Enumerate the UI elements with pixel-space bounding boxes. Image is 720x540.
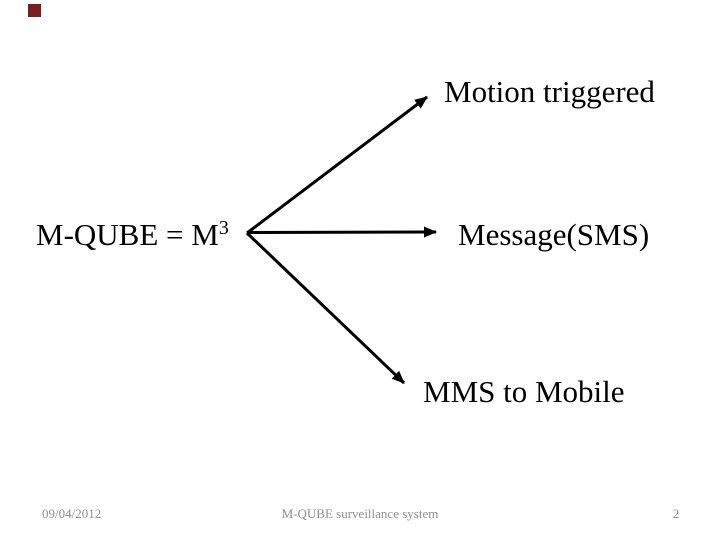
- footer-page-number: 2: [672, 506, 680, 521]
- arrow-to-message-sms: [246, 226, 437, 238]
- formula-base: M-QUBE = M: [36, 217, 219, 252]
- formula-superscript: 3: [218, 217, 229, 239]
- footer-title: M-QUBE surveillance system: [281, 506, 439, 521]
- arrow-to-motion-triggered: [246, 95, 428, 235]
- target-label-motion-triggered: Motion triggered: [444, 74, 655, 109]
- formula-label: M-QUBE = M3: [36, 217, 229, 252]
- corner-marker: [28, 4, 41, 17]
- target-label-message-sms: Message(SMS): [458, 217, 650, 252]
- arrow-to-mms-mobile: [245, 231, 406, 385]
- target-label-mms-to-mobile: MMS to Mobile: [423, 374, 625, 409]
- footer-date: 09/04/2012: [42, 506, 102, 521]
